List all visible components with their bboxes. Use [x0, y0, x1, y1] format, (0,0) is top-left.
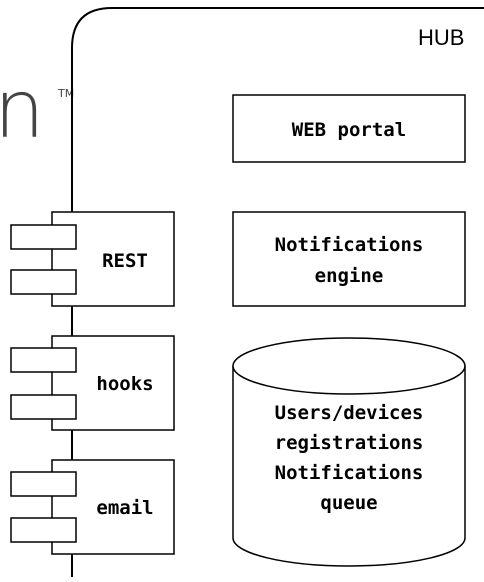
notifications-engine-label-line2: engine: [315, 265, 384, 287]
hooks-port: [10, 335, 175, 431]
database-label-line3: Notifications: [275, 462, 424, 484]
hub-label: HUB: [418, 25, 464, 50]
trademark-mark: TM: [57, 87, 74, 100]
database-label-line1: Users/devices: [275, 402, 424, 424]
logo-fragment: n: [0, 63, 45, 156]
notifications-engine-box: [232, 211, 466, 307]
web-portal-label: WEB portal: [292, 119, 406, 141]
database-cylinder: [232, 337, 466, 567]
rest-port: [10, 211, 175, 307]
database-label-line2: registrations: [275, 432, 424, 454]
email-label: email: [96, 497, 153, 519]
notifications-engine-label-line1: Notifications: [275, 234, 424, 256]
rest-label: REST: [102, 250, 148, 272]
database-label-line4: queue: [320, 492, 377, 514]
email-port: [10, 459, 175, 555]
hub-container: [71, 7, 484, 577]
hooks-label: hooks: [96, 373, 153, 395]
web-portal-box: [232, 94, 466, 163]
